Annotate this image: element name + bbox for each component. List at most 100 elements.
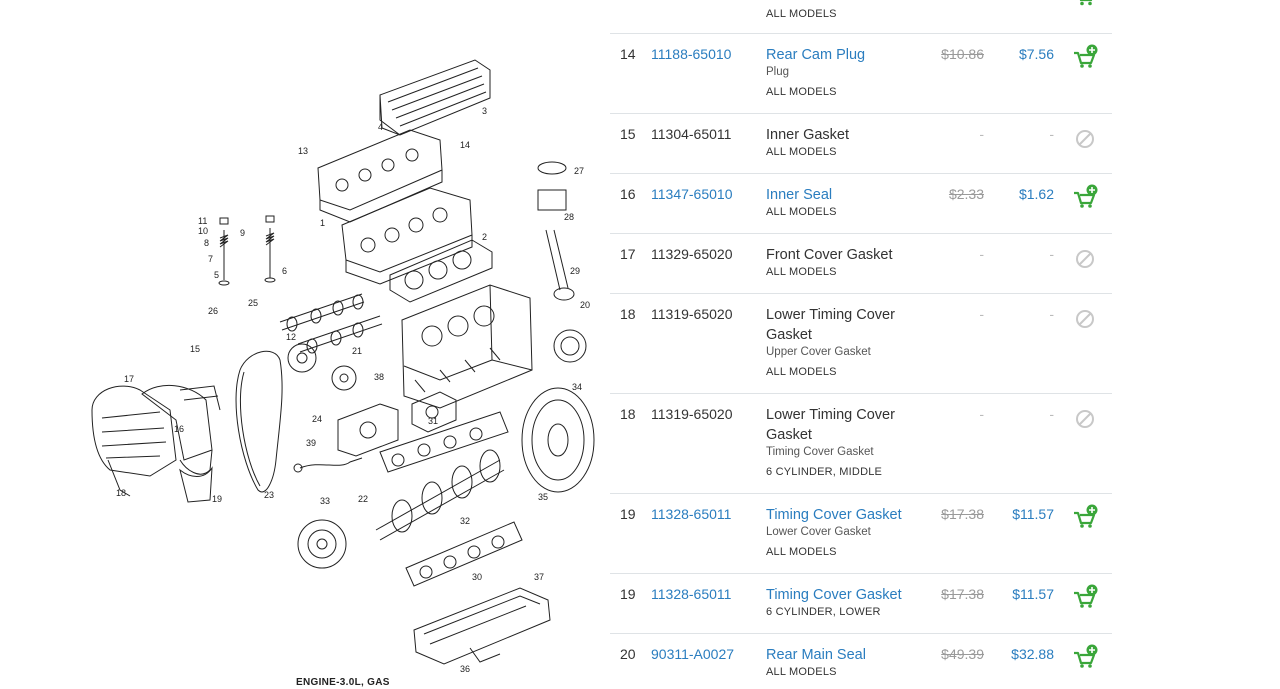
callout-label[interactable]: 28 [564,212,574,222]
oil-pickup-part[interactable] [293,457,363,473]
add-to-cart-icon[interactable] [1072,644,1098,668]
row-part-name[interactable]: Rear Cam Plug [766,47,866,63]
callout-label[interactable]: 32 [460,516,470,526]
callout-label[interactable]: 24 [312,414,322,424]
row-models: ALL MODELS [766,366,837,378]
callout-label[interactable]: 30 [472,572,482,582]
row-part-number[interactable]: 11328-65011 [651,506,732,522]
callout-label[interactable]: 15 [190,344,200,354]
unavailable-icon [1072,244,1098,268]
cylinder-head-lower-part[interactable] [341,187,473,285]
crankshaft-part[interactable] [375,449,505,541]
callout-label[interactable]: 26 [208,306,218,316]
row-models: ALL MODELS [766,666,837,678]
callout-label[interactable]: 33 [320,496,330,506]
add-to-cart-icon[interactable] [1072,44,1098,68]
cover-gasket-part[interactable] [107,385,221,503]
row-part-name: Lower Timing Cover Gasket [766,407,895,443]
timing-cover-part[interactable] [91,384,213,477]
callout-label[interactable]: 3 [482,106,487,116]
callout-label[interactable]: 35 [538,492,548,502]
row-part-subtitle: Timing Cover Gasket [766,446,874,458]
valve-cover-part[interactable] [379,59,491,136]
water-pump-part[interactable] [337,403,399,457]
row-part-name[interactable]: Rear Main Seal [766,647,866,663]
row-price: $11.57 [1012,506,1054,522]
row-part-number[interactable]: 11328-65011 [651,586,732,602]
callout-label[interactable]: 25 [248,298,258,308]
add-to-cart-icon[interactable] [1072,584,1098,608]
callout-label[interactable]: 22 [358,494,368,504]
callout-label[interactable]: 29 [570,266,580,276]
row-msrp: - [979,126,984,142]
camshaft-part[interactable] [279,293,383,354]
timing-belt-part[interactable] [235,350,283,493]
callout-label[interactable]: 9 [240,228,245,238]
cam-pulley-part[interactable] [287,343,357,391]
row-part-number[interactable]: 90311-A0027 [651,646,735,662]
callout-label[interactable]: 8 [204,238,209,248]
head-gasket-part[interactable] [389,239,493,303]
lower-bearings-part[interactable] [405,521,523,587]
row-msrp: $2.33 [948,186,984,202]
row-msrp: - [979,246,984,262]
row-part-name[interactable]: Timing Cover Gasket [766,507,902,523]
callout-label[interactable]: 38 [374,372,384,382]
crank-pulley-part[interactable] [297,519,347,569]
valve-assembly-left-part[interactable] [218,215,276,286]
callout-label[interactable]: 27 [574,166,584,176]
add-to-cart-icon[interactable] [1072,504,1098,528]
row-part-number[interactable]: 11347-65010 [651,186,733,202]
piston-rod-part[interactable] [537,161,575,301]
callout-label[interactable]: 2 [482,232,487,242]
callout-label[interactable]: 36 [460,664,470,674]
callout-label[interactable]: 19 [212,494,222,504]
row-price: $11.57 [1012,586,1054,602]
row-msrp: $49.39 [941,646,984,662]
row-ref-number: 20 [620,646,636,662]
callout-label[interactable]: 39 [306,438,316,448]
callout-label[interactable]: 4 [378,122,383,132]
add-to-cart-icon[interactable] [1072,0,1098,6]
drive-plate-part[interactable] [521,387,595,493]
callout-label[interactable]: 23 [264,490,274,500]
callout-label[interactable]: 18 [116,488,126,498]
callout-label[interactable]: 31 [428,416,438,426]
callout-label[interactable]: 6 [282,266,287,276]
callout-label[interactable]: 7 [208,254,213,264]
cylinder-head-upper-part[interactable] [317,129,443,223]
callout-label[interactable]: 12 [286,332,296,342]
row-price: - [1049,246,1054,262]
table-row-partial: ALL MODELS [610,0,1112,34]
callout-label[interactable]: 20 [580,300,590,310]
row-price: - [1049,406,1054,422]
row-part-name[interactable]: Inner Seal [766,187,833,203]
row-part-name[interactable]: Timing Cover Gasket [766,587,902,603]
callout-label[interactable]: 5 [214,270,219,280]
main-bearings-part[interactable] [379,411,509,473]
callout-label[interactable]: 21 [352,346,362,356]
rear-main-seal-part[interactable] [553,329,587,363]
callout-label[interactable]: 16 [174,424,184,434]
callout-label[interactable]: 1 [320,218,325,228]
callout-label[interactable]: 37 [534,572,544,582]
callout-label[interactable]: 17 [124,374,134,384]
add-to-cart-icon[interactable] [1072,184,1098,208]
callout-label[interactable]: 11 [198,216,207,226]
row-price: $32.88 [1011,646,1054,662]
row-ref-number: 19 [620,586,636,602]
row-part-number[interactable]: 11188-65010 [651,46,732,62]
row-part-name: Front Cover Gasket [766,247,893,263]
row-part-name: Inner Gasket [766,127,850,143]
oil-pan-part[interactable] [413,587,551,665]
oil-pump-part[interactable] [411,391,457,433]
callout-label[interactable]: 34 [572,382,582,392]
callout-label[interactable]: 13 [298,146,308,156]
row-price: - [1049,306,1054,322]
callout-label[interactable]: 10 [198,226,208,236]
engine-block-part[interactable] [401,284,533,409]
callout-label[interactable]: 14 [460,140,470,150]
